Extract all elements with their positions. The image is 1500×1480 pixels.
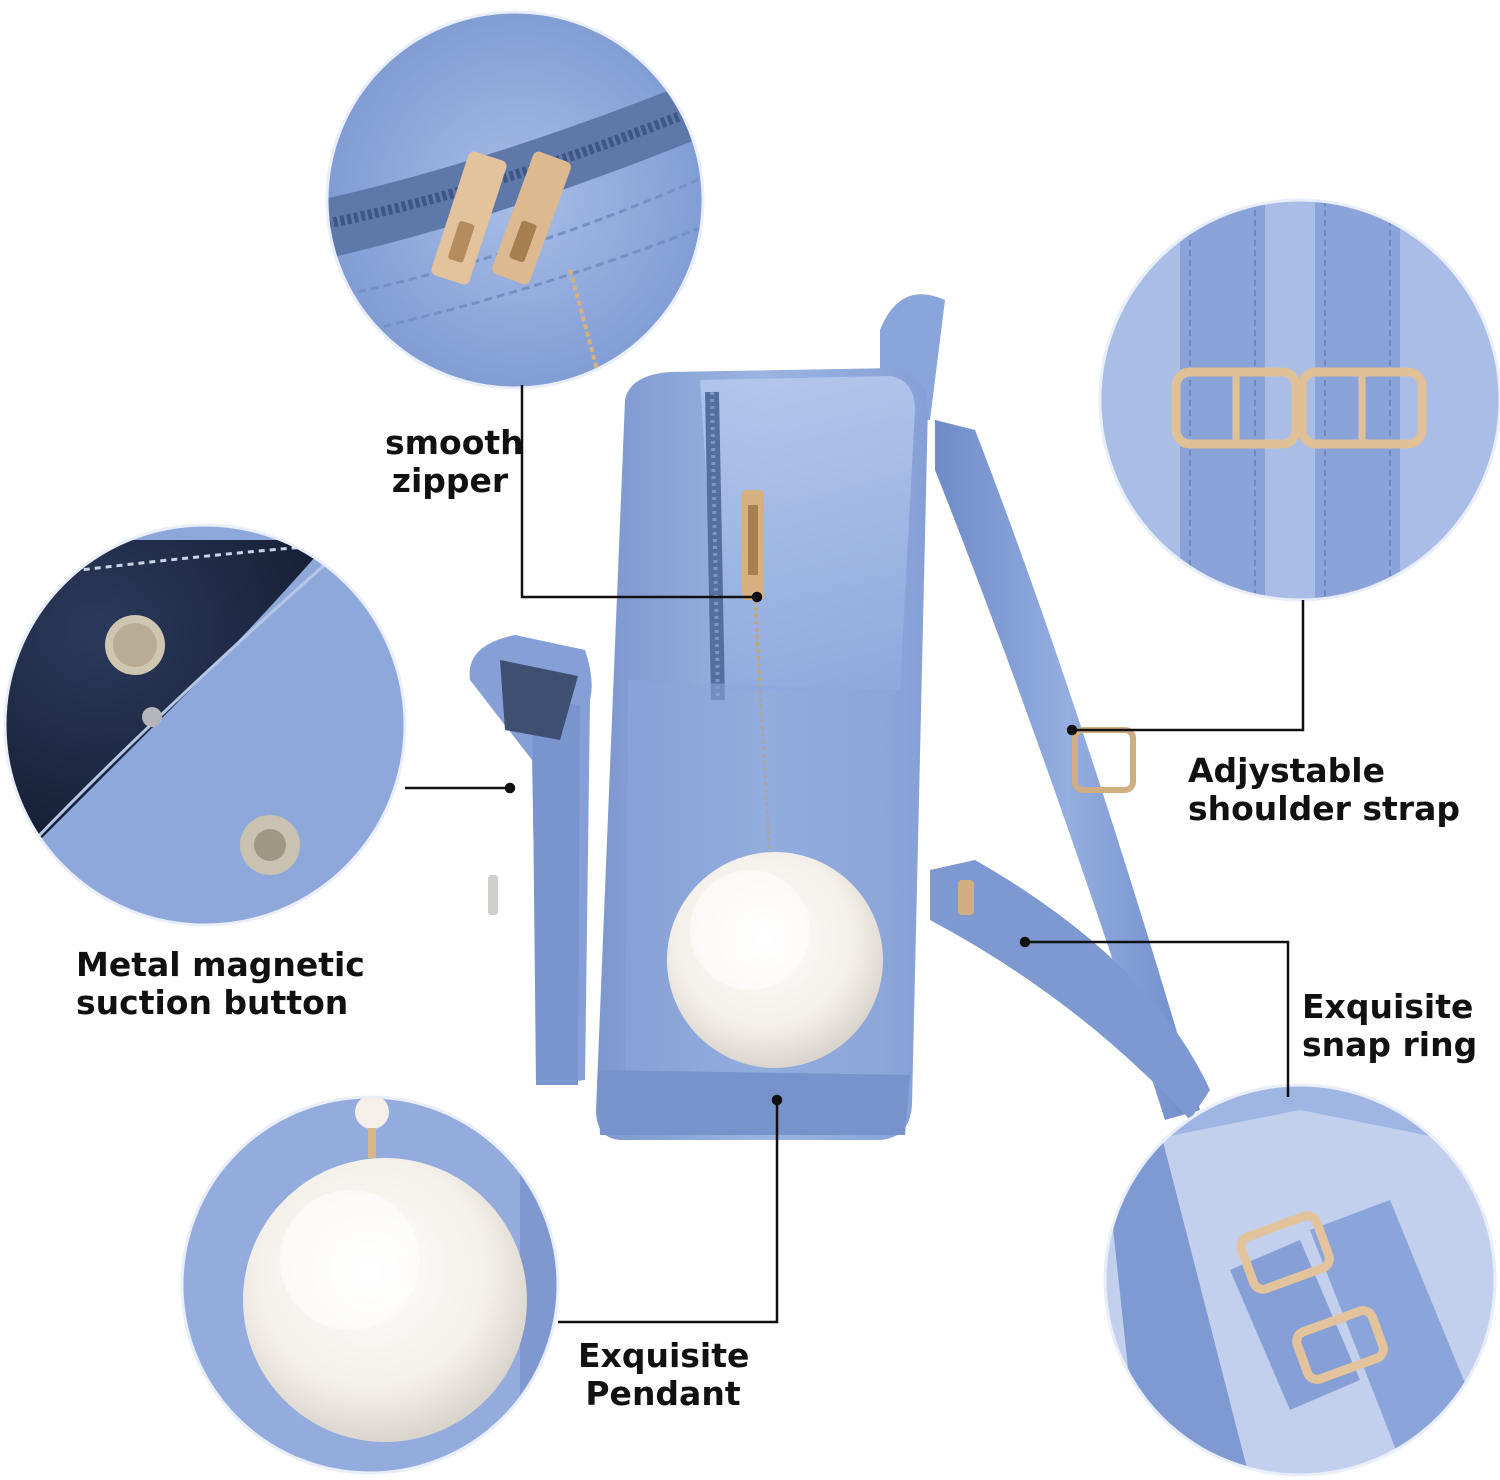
ring-callout: Exquisite snap ring (1302, 988, 1477, 1064)
strap-buckle-closeup-image (1100, 200, 1500, 600)
pendant-callout-line1: Exquisite (578, 1336, 750, 1375)
strap-callout-line1: Adjystable (1188, 751, 1385, 790)
pendant-closeup-image (182, 1097, 558, 1473)
backpack-main-image (469, 294, 1210, 1140)
pendant-callout: Exquisite Pendant (578, 1336, 750, 1413)
magnet-callout: Metal magnetic suction button (76, 946, 365, 1022)
ring-leader (1025, 940, 1290, 1097)
snap-ring-closeup-image (1105, 1085, 1495, 1475)
zipper-callout-line2: zipper (391, 461, 509, 500)
ring-callout-line2: snap ring (1302, 1025, 1478, 1064)
zipper-callout: smooth zipper (385, 423, 524, 500)
magnet-callout-line2: suction button (76, 983, 349, 1022)
zipper-leader (520, 385, 757, 599)
strap-callout: Adjystable shoulder strap (1188, 752, 1460, 828)
strap-leader (1072, 600, 1305, 732)
pendant-callout-line2: Pendant (585, 1374, 741, 1413)
magnet-callout-line1: Metal magnetic (76, 945, 365, 984)
pendant-leader (558, 1100, 779, 1324)
ring-callout-line1: Exquisite (1302, 987, 1474, 1026)
strap-callout-line2: shoulder strap (1188, 789, 1460, 828)
leader-lines (405, 385, 1305, 1324)
zipper-callout-line1: smooth (385, 423, 524, 462)
zipper-closeup-image (327, 12, 703, 388)
magnet-button-closeup-image (5, 525, 405, 925)
